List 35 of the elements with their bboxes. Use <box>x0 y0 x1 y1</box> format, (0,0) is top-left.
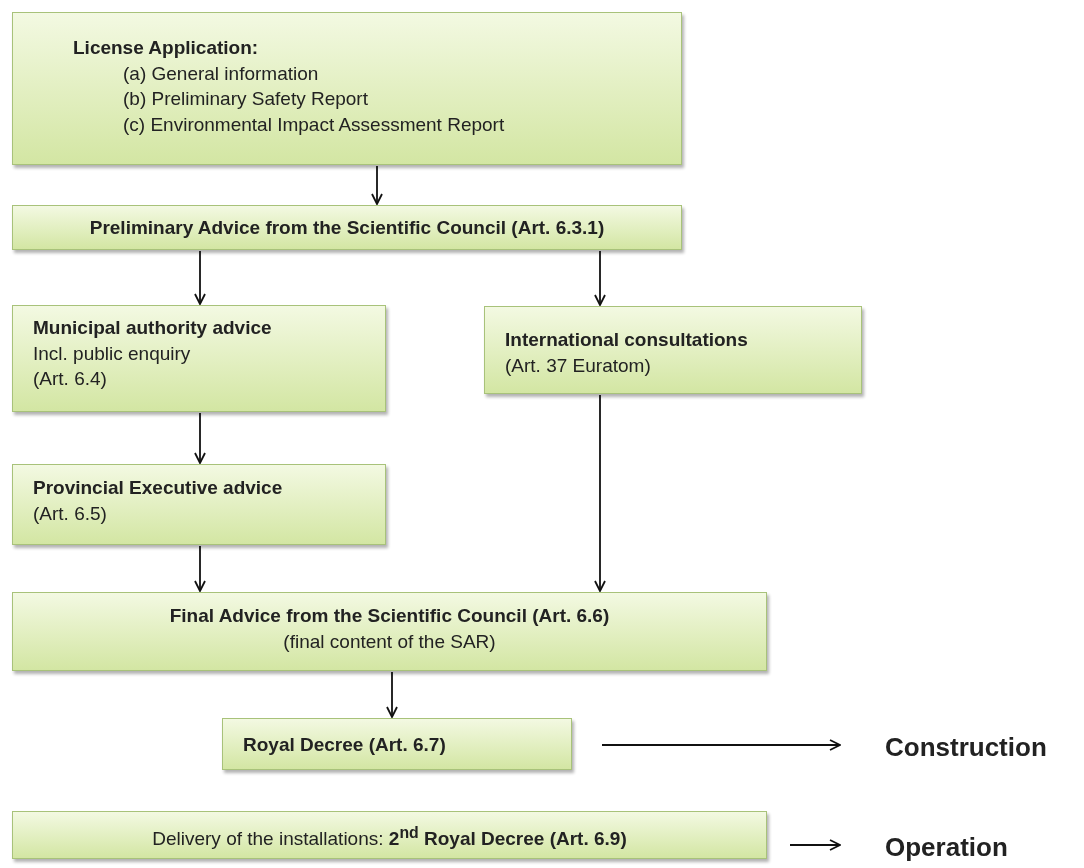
arrow <box>594 250 606 306</box>
process-box <box>484 306 862 394</box>
outcome-label: Operation <box>885 831 1008 864</box>
box-text: (Art. 37 Euratom) <box>505 353 651 378</box>
box-text: (a) General information <box>123 61 319 86</box>
process-box <box>12 12 682 165</box>
box-heading: Municipal authority advice <box>33 316 272 340</box>
box-text: Incl. public enquiry <box>33 341 191 366</box>
process-box <box>12 464 386 545</box>
box-text: (b) Preliminary Safety Report <box>123 87 368 112</box>
arrow <box>789 839 841 851</box>
arrow <box>371 165 383 205</box>
arrow <box>194 250 206 305</box>
process-box <box>12 205 682 250</box>
process-box <box>12 305 386 412</box>
arrow <box>601 739 841 751</box>
arrow <box>386 671 398 718</box>
process-box <box>12 592 767 671</box>
box-text: (Art. 6.4) <box>33 367 107 392</box>
outcome-label: Construction <box>885 731 1047 764</box>
box-heading: Final Advice from the Scientific Council (Art. 6.6) <box>169 604 610 628</box>
box-heading: Preliminary Advice from the Scientific Council (Art. 6.3.1) <box>89 216 605 240</box>
box-heading: Royal Decree (Art. 6.7) <box>243 733 446 757</box>
process-box <box>222 718 572 770</box>
arrow <box>194 545 206 592</box>
arrow <box>594 394 606 592</box>
box-heading: License Application: <box>73 36 259 60</box>
box-text: (c) Environmental Impact Assessment Report <box>123 112 505 137</box>
process-box <box>12 811 767 859</box>
box-text: (final content of the SAR) <box>283 629 496 654</box>
box-heading: Delivery of the installations: 2$^{nd}$ Royal Decree (Art. 6.9) <box>152 823 627 852</box>
arrow <box>194 412 206 464</box>
box-heading: International consultations <box>505 328 748 352</box>
box-text: (Art. 6.5) <box>33 501 107 526</box>
box-heading: Provincial Executive advice <box>33 476 283 500</box>
